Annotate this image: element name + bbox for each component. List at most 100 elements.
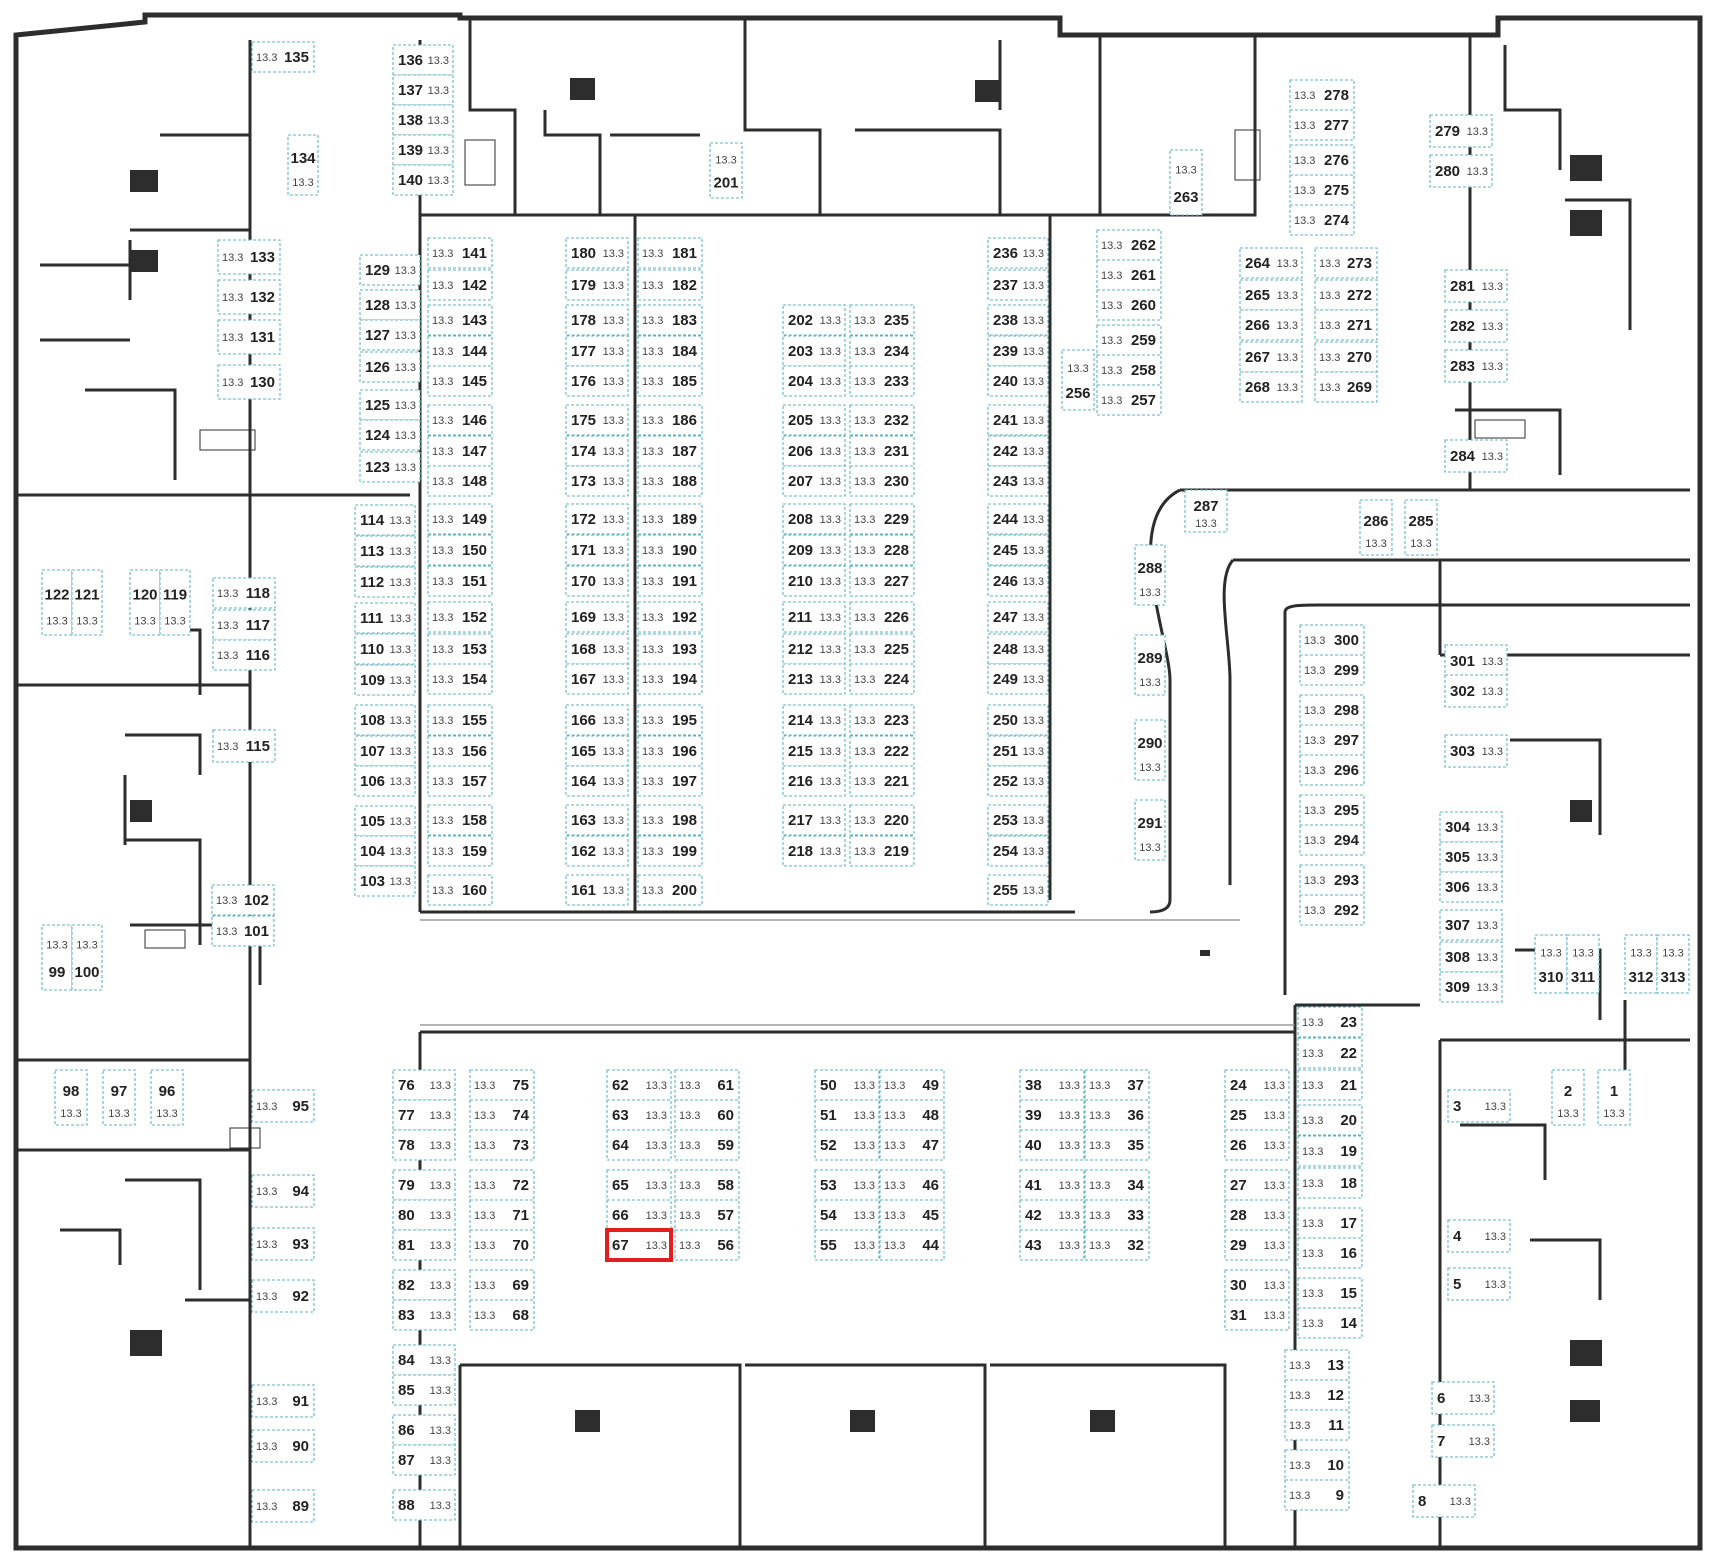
parking-spot-79[interactable]: 13.379 (392, 1169, 456, 1201)
parking-spot-43[interactable]: 13.343 (1019, 1229, 1085, 1261)
parking-spot-83[interactable]: 13.383 (392, 1299, 456, 1331)
parking-spot-38[interactable]: 13.338 (1019, 1069, 1085, 1101)
parking-spot-41[interactable]: 13.341 (1019, 1169, 1085, 1201)
parking-spot-53[interactable]: 13.353 (814, 1169, 880, 1201)
parking-spot-62[interactable]: 13.362 (606, 1069, 672, 1101)
parking-spot-55[interactable]: 13.355 (814, 1229, 880, 1261)
parking-spot-54[interactable]: 13.354 (814, 1199, 880, 1231)
parking-spot-96[interactable]: 13.396 (150, 1069, 184, 1126)
parking-spot-52[interactable]: 13.352 (814, 1129, 880, 1161)
parking-spot-82[interactable]: 13.382 (392, 1269, 456, 1301)
parking-spot-88[interactable]: 13.388 (392, 1489, 456, 1521)
parking-spot-24[interactable]: 13.324 (1224, 1069, 1290, 1101)
parking-spot-87[interactable]: 13.387 (392, 1444, 456, 1476)
parking-spot-28[interactable]: 13.328 (1224, 1199, 1290, 1231)
parking-spot-64[interactable]: 13.364 (606, 1129, 672, 1161)
parking-spot-1[interactable]: 13.31 (1597, 1069, 1631, 1126)
parking-spot-31[interactable]: 13.331 (1224, 1299, 1290, 1331)
